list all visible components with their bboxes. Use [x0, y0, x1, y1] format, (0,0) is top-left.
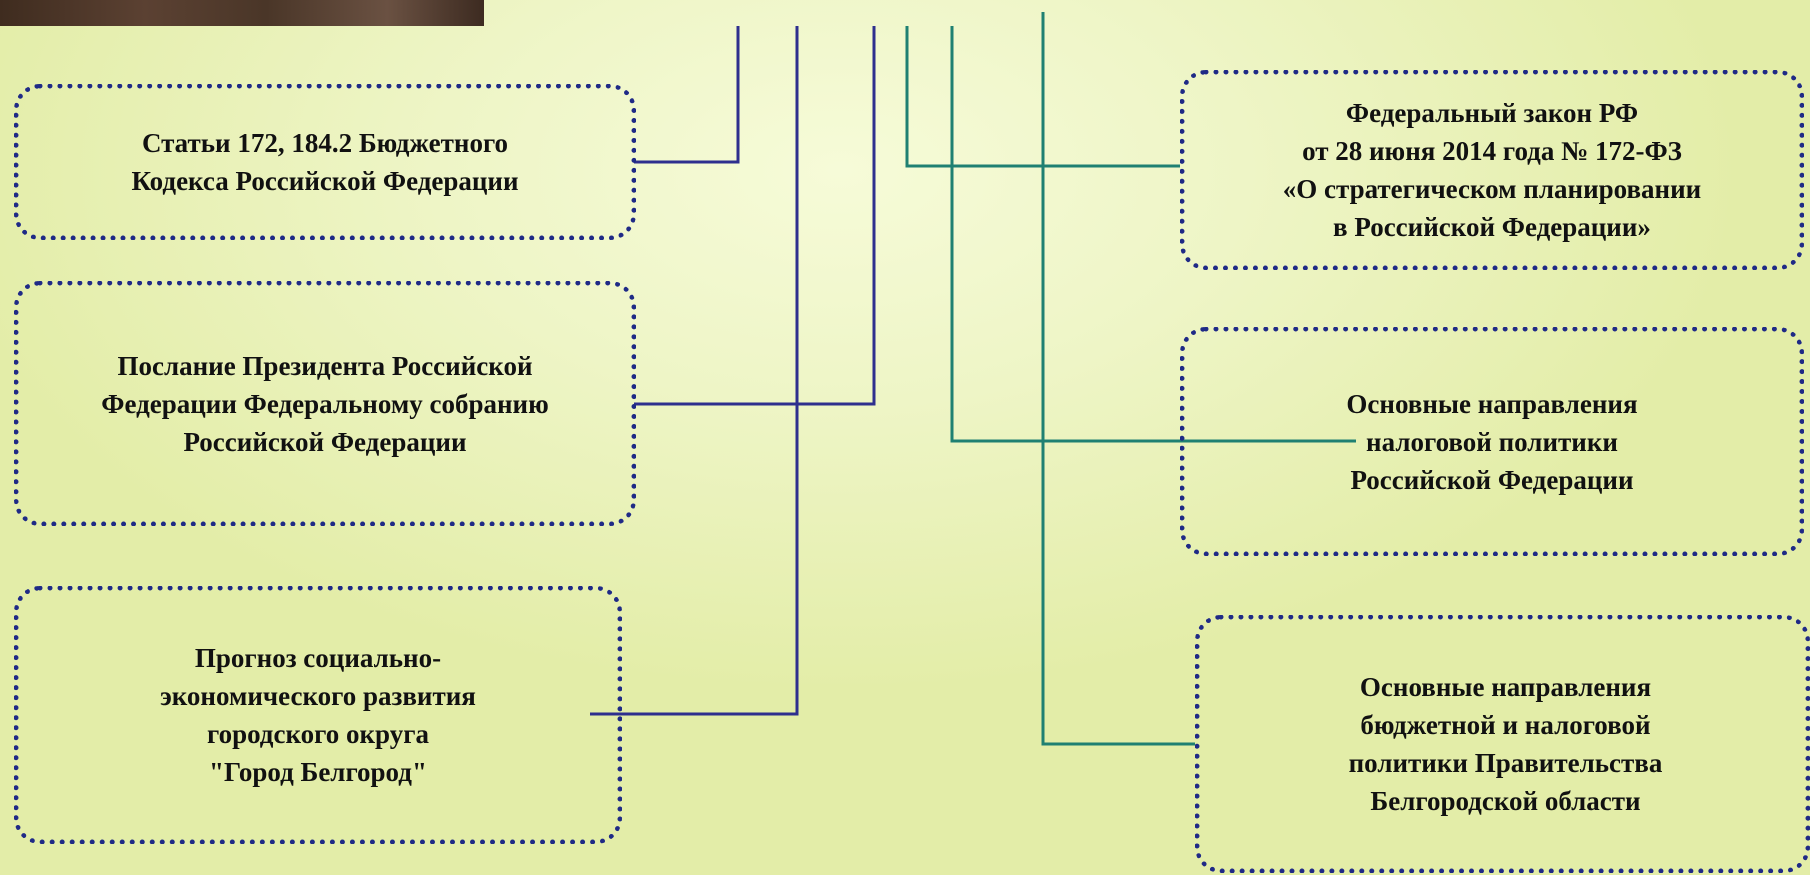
connector-right-3: [1041, 12, 1195, 746]
connector-left-1: [634, 26, 740, 164]
connector-right-2: [950, 26, 1356, 443]
box-tax-policy-rf: Основные направления налоговой политики …: [1180, 327, 1804, 556]
connector-left-3: [590, 26, 799, 716]
box-president-address: Послание Президента Российской Федерации…: [14, 281, 636, 526]
box-belgorod-forecast: Прогноз социально- экономического развит…: [14, 586, 622, 844]
connector-left-2: [634, 26, 876, 406]
top-photo-strip: [0, 0, 484, 26]
connector-right-1: [905, 26, 1180, 168]
box-budget-tax-policy-belgorod: Основные направления бюджетной и налогов…: [1195, 615, 1810, 873]
box-budget-code-articles: Статьи 172, 184.2 Бюджетного Кодекса Рос…: [14, 84, 636, 240]
box-federal-law-172: Федеральный закон РФ от 28 июня 2014 год…: [1180, 70, 1804, 270]
